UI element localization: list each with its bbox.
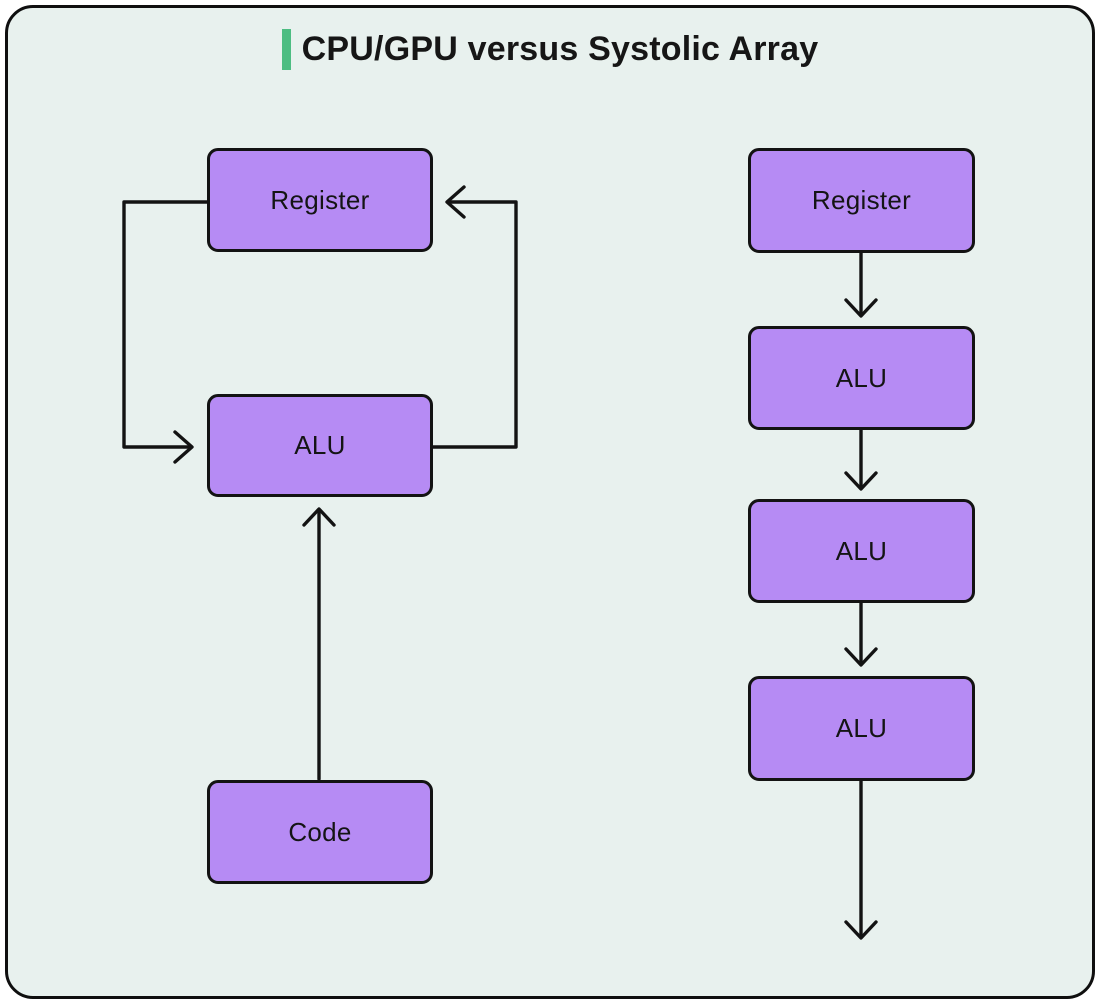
title-accent-bar <box>281 29 291 70</box>
node-systolic-register: Register <box>748 148 975 253</box>
node-systolic-alu-2-label: ALU <box>835 535 888 566</box>
node-cpu-alu-label: ALU <box>294 430 346 460</box>
node-cpu-code: Code <box>207 780 433 884</box>
page-title: CPU/GPU versus Systolic Array <box>301 29 819 68</box>
node-systolic-alu-2: ALU <box>748 499 975 603</box>
node-systolic-register-label: Register <box>811 185 912 215</box>
node-systolic-alu-3-label: ALU <box>835 713 888 743</box>
node-cpu-alu: ALU <box>207 394 433 497</box>
node-cpu-register-label: Register <box>270 184 370 215</box>
node-cpu-code-label: Code <box>288 816 352 847</box>
node-systolic-alu-1-label: ALU <box>835 362 888 393</box>
title-row: CPU/GPU versus Systolic Array <box>0 29 1100 70</box>
node-cpu-register: Register <box>207 148 433 252</box>
node-systolic-alu-3: ALU <box>748 676 975 781</box>
node-systolic-alu-1: ALU <box>748 326 975 430</box>
